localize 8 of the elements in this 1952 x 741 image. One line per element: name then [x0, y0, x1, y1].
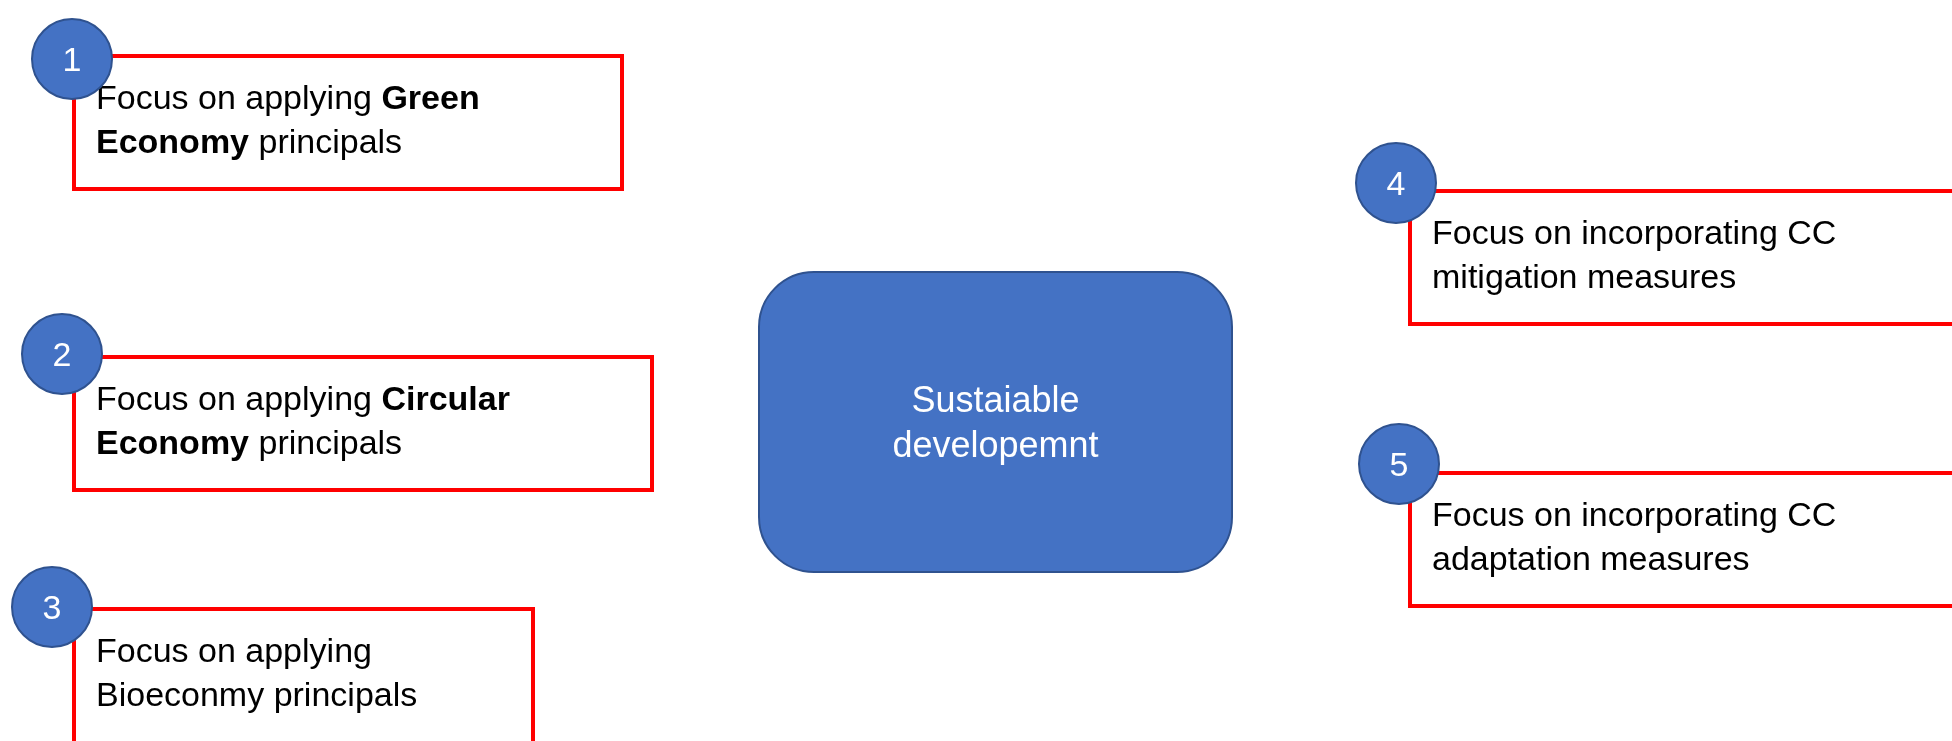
number-badge: 3: [11, 566, 93, 648]
box-text: Sustaiable developemnt: [891, 378, 1100, 467]
rounded-box: [758, 271, 1233, 573]
text-box: [1408, 471, 1952, 608]
text-box: [1408, 189, 1952, 326]
text-box: [72, 355, 654, 492]
text-box: [72, 607, 535, 741]
box-text: Focus on applying Bioeconmy principals: [96, 630, 419, 715]
